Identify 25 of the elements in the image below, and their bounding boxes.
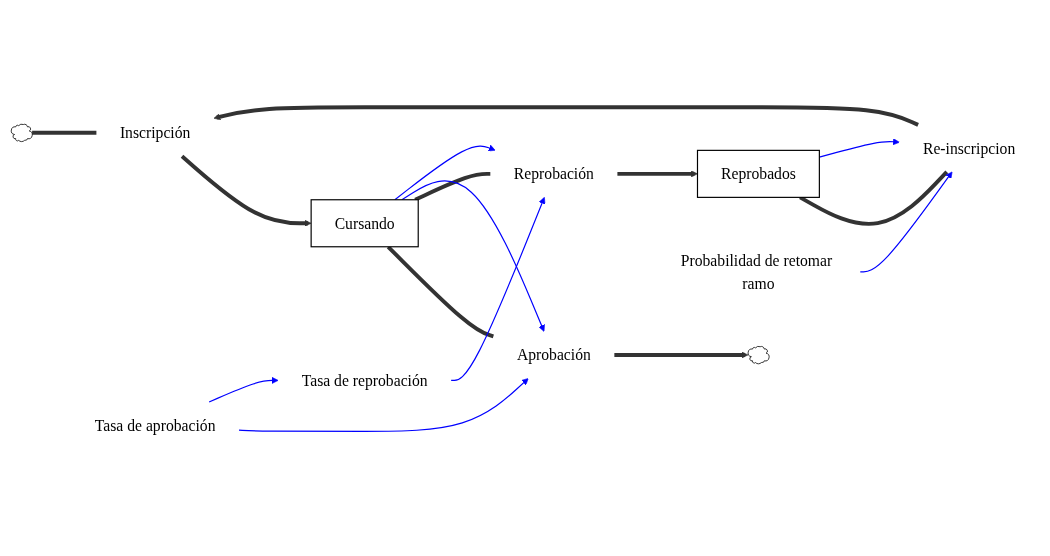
connector <box>32 130 97 135</box>
arrow <box>450 196 546 381</box>
arrow <box>859 171 953 273</box>
arrow <box>180 154 312 227</box>
node-text: Aprobación <box>516 346 591 364</box>
node-text: Tasa de reprobación <box>301 371 428 389</box>
arrow <box>617 170 698 178</box>
node-text: Reprobación <box>513 165 594 183</box>
connector <box>414 171 491 202</box>
connector <box>799 170 949 226</box>
node-text: Tasa de aprobación <box>94 416 216 434</box>
arrow <box>208 376 279 403</box>
node-box: Cursando <box>310 199 419 248</box>
arrow <box>401 180 545 332</box>
arrow <box>614 351 749 359</box>
node-text: Probabilidad de retomar ramo <box>680 251 833 293</box>
connector <box>386 245 494 339</box>
arrow <box>238 378 529 432</box>
node-text: Re-inscripcion <box>922 139 1016 157</box>
arrow <box>213 105 919 127</box>
node-text: Inscripción <box>119 124 191 142</box>
node-box: Reprobados <box>696 149 820 198</box>
arrow <box>394 144 496 201</box>
node-cloud <box>747 345 770 365</box>
node-cloud <box>10 123 33 142</box>
